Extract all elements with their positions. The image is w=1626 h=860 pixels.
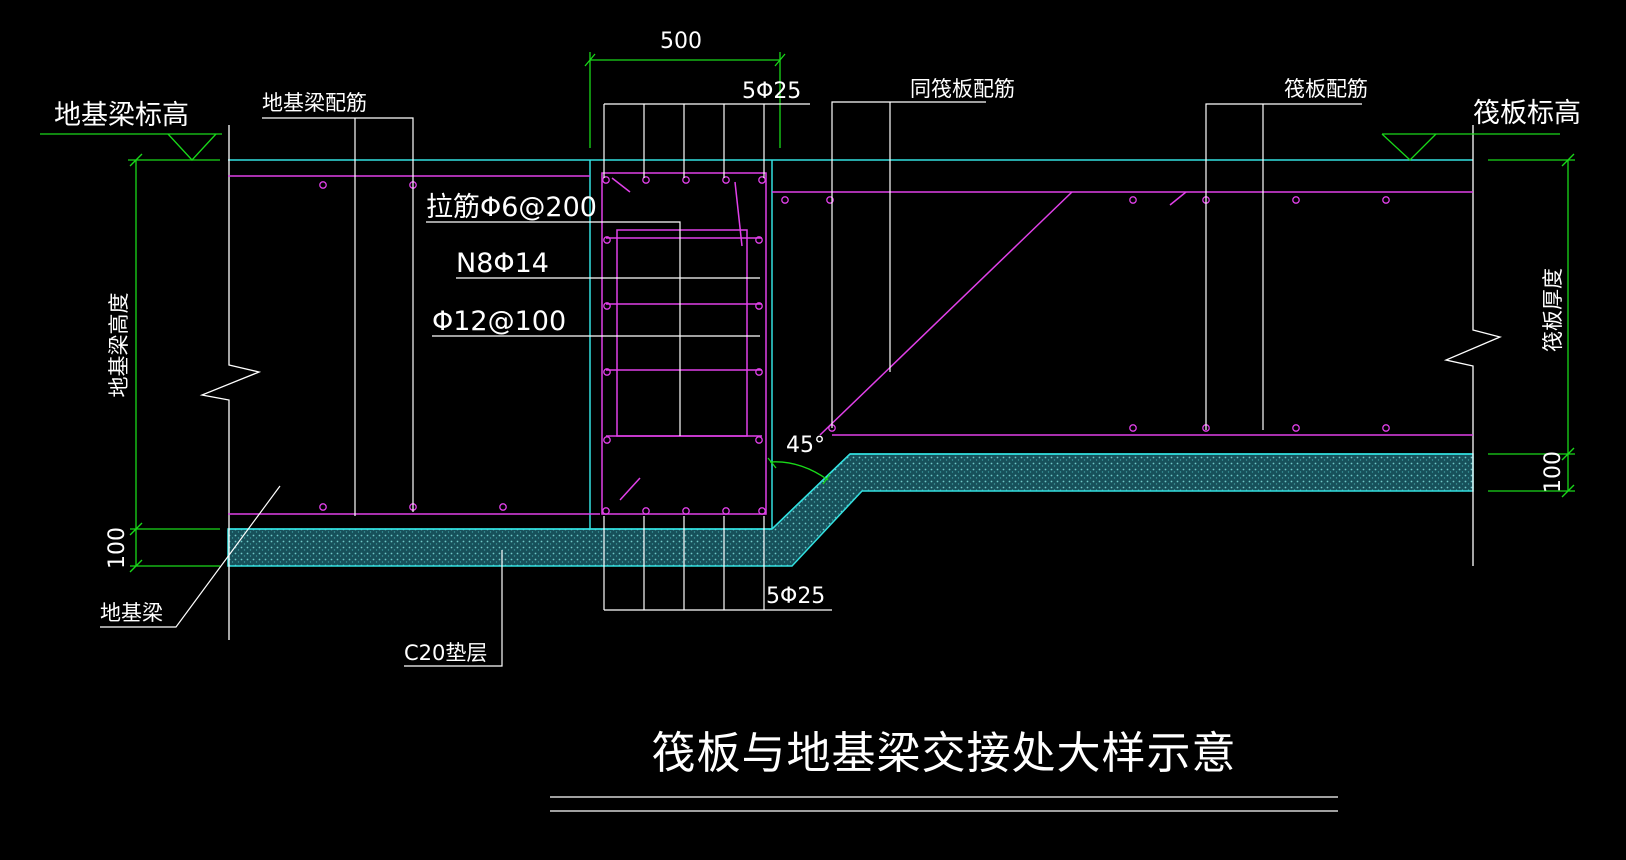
rebar-dot [682, 176, 690, 184]
rebar-dot [755, 302, 763, 310]
break-lines [199, 125, 1503, 640]
raft-reinforcement-label: 筏板配筋 [1284, 77, 1368, 101]
rebar-dot [603, 302, 611, 310]
title-underlines [550, 796, 1338, 812]
drawing-title: 筏板与地基梁交接处大样示意 [652, 728, 1237, 779]
rebar-dot [781, 196, 789, 204]
rebar-dot [319, 181, 327, 189]
dim-100-left-label: 100 [105, 527, 130, 569]
beam-height-label: 地基梁高度 [107, 293, 131, 398]
rebar-dot [722, 507, 730, 515]
rebar-dot [1129, 424, 1137, 432]
stirrup-label: Φ12@100 [432, 306, 566, 337]
rebar-dot [1292, 424, 1300, 432]
rebar-dot [1292, 196, 1300, 204]
dim-100-right-label: 100 [1541, 451, 1566, 493]
raft-elevation-label: 筏板标高 [1473, 98, 1581, 129]
rebar-dot [755, 236, 763, 244]
rebar-dot [722, 176, 730, 184]
rebar-dot [602, 176, 610, 184]
rebar-dot [1382, 424, 1390, 432]
rebar-dot [682, 507, 690, 515]
rebar-dot [642, 176, 650, 184]
rebar-dot [826, 196, 834, 204]
elevation-symbols [40, 133, 1560, 161]
rebar-lines [228, 172, 1473, 515]
rebar-dot [1382, 196, 1390, 204]
rebar-dot [602, 507, 610, 515]
bedding-label: C20垫层 [404, 641, 487, 665]
rebar-dot [758, 176, 766, 184]
concrete-outline [228, 159, 1473, 530]
bottom-bars-label: 5Φ25 [766, 584, 825, 609]
dim-500-label: 500 [660, 29, 702, 54]
rebar-dot [1129, 196, 1137, 204]
rebar-dots [319, 176, 1390, 515]
rebar-dot [603, 368, 611, 376]
side-bars-label: N8Φ14 [456, 248, 549, 279]
top-bars-label: 5Φ25 [742, 79, 801, 104]
rebar-dot [758, 507, 766, 515]
rebar-dot [603, 236, 611, 244]
same-as-raft-label: 同筏板配筋 [910, 77, 1015, 101]
beam-reinforcement-label: 地基梁配筋 [262, 91, 367, 115]
rebar-dot [755, 436, 763, 444]
foundation-beam-label: 地基梁 [100, 601, 163, 625]
raft-thickness-label: 筏板厚度 [1541, 268, 1565, 352]
rebar-dot [755, 368, 763, 376]
beam-elevation-label: 地基梁标高 [54, 100, 189, 131]
rebar-dot [603, 436, 611, 444]
rebar-dot [642, 507, 650, 515]
rebar-dot [499, 503, 507, 511]
rebar-dot [319, 503, 327, 511]
dimension-lines [128, 52, 1575, 573]
leader-lines [100, 101, 1362, 667]
tie-bar-label: 拉筋Φ6@200 [426, 192, 597, 223]
angle-label: 45° [786, 433, 825, 458]
